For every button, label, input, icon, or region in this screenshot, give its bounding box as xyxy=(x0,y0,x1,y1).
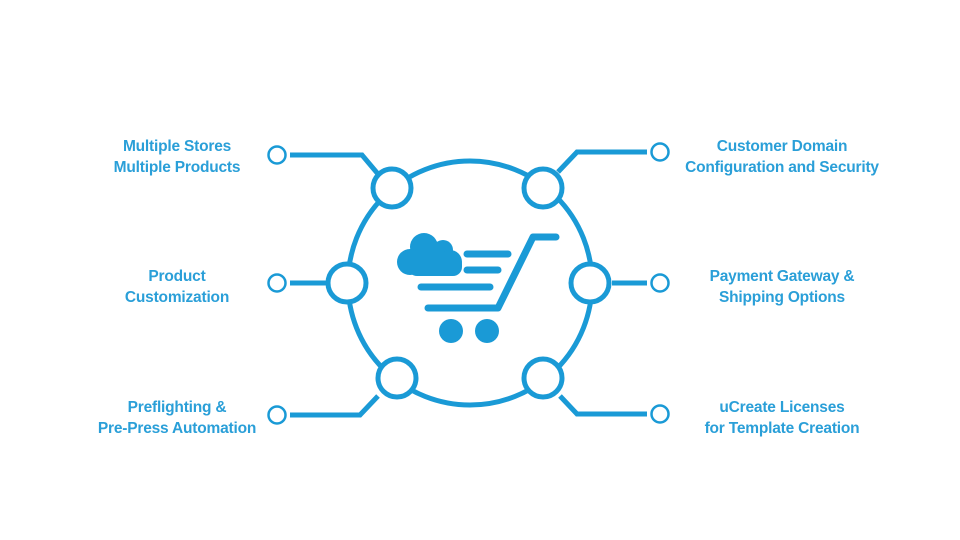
feature-label-preflighting: Preflighting & Pre-Press Automation xyxy=(57,397,297,439)
node-left xyxy=(325,261,369,305)
feature-label-line: Pre-Press Automation xyxy=(97,420,257,437)
feature-label-line: Shipping Options xyxy=(719,289,845,306)
feature-label-multiple-stores: Multiple Stores Multiple Products xyxy=(57,136,297,178)
feature-label-line: uCreate Licenses xyxy=(719,399,845,416)
node-top-left xyxy=(370,166,414,210)
feature-label-line: for Template Creation xyxy=(704,420,860,437)
terminal-top-left xyxy=(267,145,287,165)
cloud-icon xyxy=(397,233,462,276)
terminal-bottom-right xyxy=(650,404,670,424)
feature-label-line: Configuration and Security xyxy=(685,159,879,176)
feature-label-line: Multiple Products xyxy=(113,159,241,176)
feature-label-line: Product xyxy=(148,268,206,285)
node-bottom-left xyxy=(375,356,419,400)
feature-label-customer-domain: Customer Domain Configuration and Securi… xyxy=(662,136,902,178)
terminal-left xyxy=(267,273,287,293)
feature-label-product-customization: Product Customization xyxy=(57,266,297,308)
terminal-top-right xyxy=(650,142,670,162)
terminal-right xyxy=(650,273,670,293)
connector-bottom-right xyxy=(558,394,647,417)
cart-wheel-icon xyxy=(439,319,463,343)
feature-label-ucreate-licenses: uCreate Licenses for Template Creation xyxy=(662,397,902,439)
feature-label-payment-gateway: Payment Gateway & Shipping Options xyxy=(662,266,902,308)
terminal-bottom-left xyxy=(267,405,287,425)
connector-bottom-left xyxy=(290,394,380,418)
feature-label-line: Multiple Stores xyxy=(122,138,232,155)
feature-label-line: Customer Domain xyxy=(716,138,848,155)
node-top-right xyxy=(521,166,565,210)
node-right xyxy=(568,261,612,305)
feature-label-line: Preflighting & xyxy=(127,399,227,416)
connector-top-right xyxy=(556,149,647,174)
cloud-shopping-cart-icon xyxy=(397,233,560,343)
feature-label-line: Payment Gateway & xyxy=(709,268,855,285)
cart-wheel-icon xyxy=(475,319,499,343)
connector-top-left xyxy=(290,152,380,176)
feature-label-line: Customization xyxy=(124,289,230,306)
node-bottom-right xyxy=(521,356,565,400)
